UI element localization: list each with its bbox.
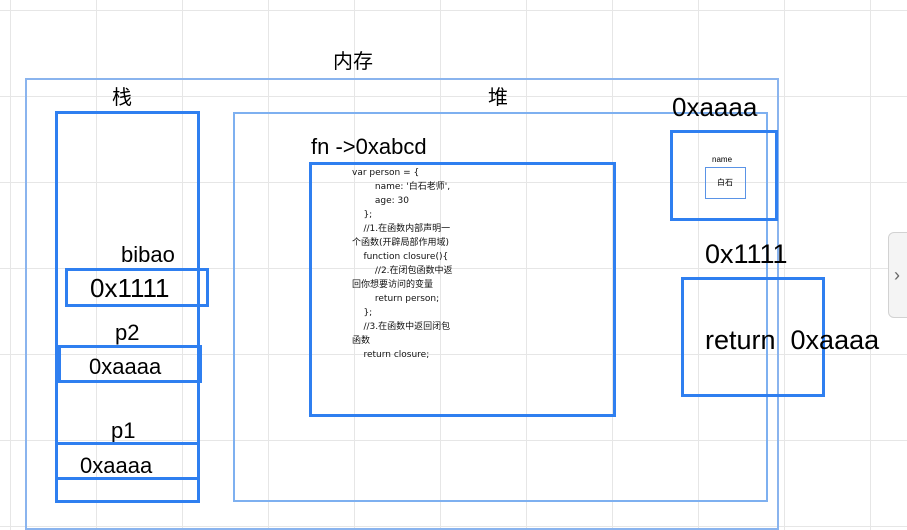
obj-aaaa-field-name: name (712, 155, 733, 164)
bibao-label: bibao (121, 242, 175, 267)
code-line: }; (352, 210, 373, 220)
p2-slot (58, 345, 202, 383)
stack-region (55, 111, 200, 503)
obj-1111-content: return 0xaaaa (705, 327, 879, 354)
obj-1111-address: 0x1111 (705, 239, 788, 269)
code-line: 个函数(开辟局部作用域) (352, 238, 450, 248)
obj-1111-box (681, 277, 825, 397)
code-line: //3.在函数中返回闭包 (352, 322, 451, 332)
code-line: name: '白石老师', (352, 182, 451, 192)
side-panel-toggle[interactable]: › (888, 232, 907, 318)
code-line: return person; (352, 294, 440, 304)
fn-box (309, 162, 616, 417)
heap-region (233, 112, 768, 502)
code-line: function closure(){ (352, 252, 449, 262)
memory-title: 内存 (333, 51, 373, 73)
code-line: //2.在闭包函数中返 (352, 266, 453, 276)
obj-aaaa-box (670, 130, 778, 221)
code-line: }; (352, 308, 373, 318)
bibao-value: 0x1111 (90, 273, 170, 303)
obj-aaaa-field-value: 白石 (717, 178, 733, 187)
fn-label: fn ->0xabcd (311, 134, 427, 159)
p1-label: p1 (111, 418, 136, 443)
code-line: age: 30 (352, 196, 409, 206)
chevron-right-icon: › (894, 265, 900, 285)
p2-value: 0xaaaa (89, 354, 162, 379)
stack-title: 栈 (112, 87, 132, 109)
code-line: var person = { (352, 168, 420, 178)
heap-title: 堆 (488, 87, 508, 109)
obj-aaaa-field-value-box (705, 167, 746, 199)
code-line: 函数 (352, 336, 371, 346)
bibao-slot (65, 268, 209, 307)
p1-slot (55, 442, 200, 480)
code-line: //1.在函数内部声明一 (352, 224, 451, 234)
code-line: 回你想要访问的变量 (352, 280, 434, 290)
obj-1111-content-text: return 0xaaaa (705, 325, 880, 355)
obj-aaaa-address: 0xaaaa (672, 92, 758, 122)
p2-label: p2 (115, 320, 140, 345)
code-line: return closure; (352, 350, 430, 360)
p1-value: 0xaaaa (80, 453, 153, 478)
